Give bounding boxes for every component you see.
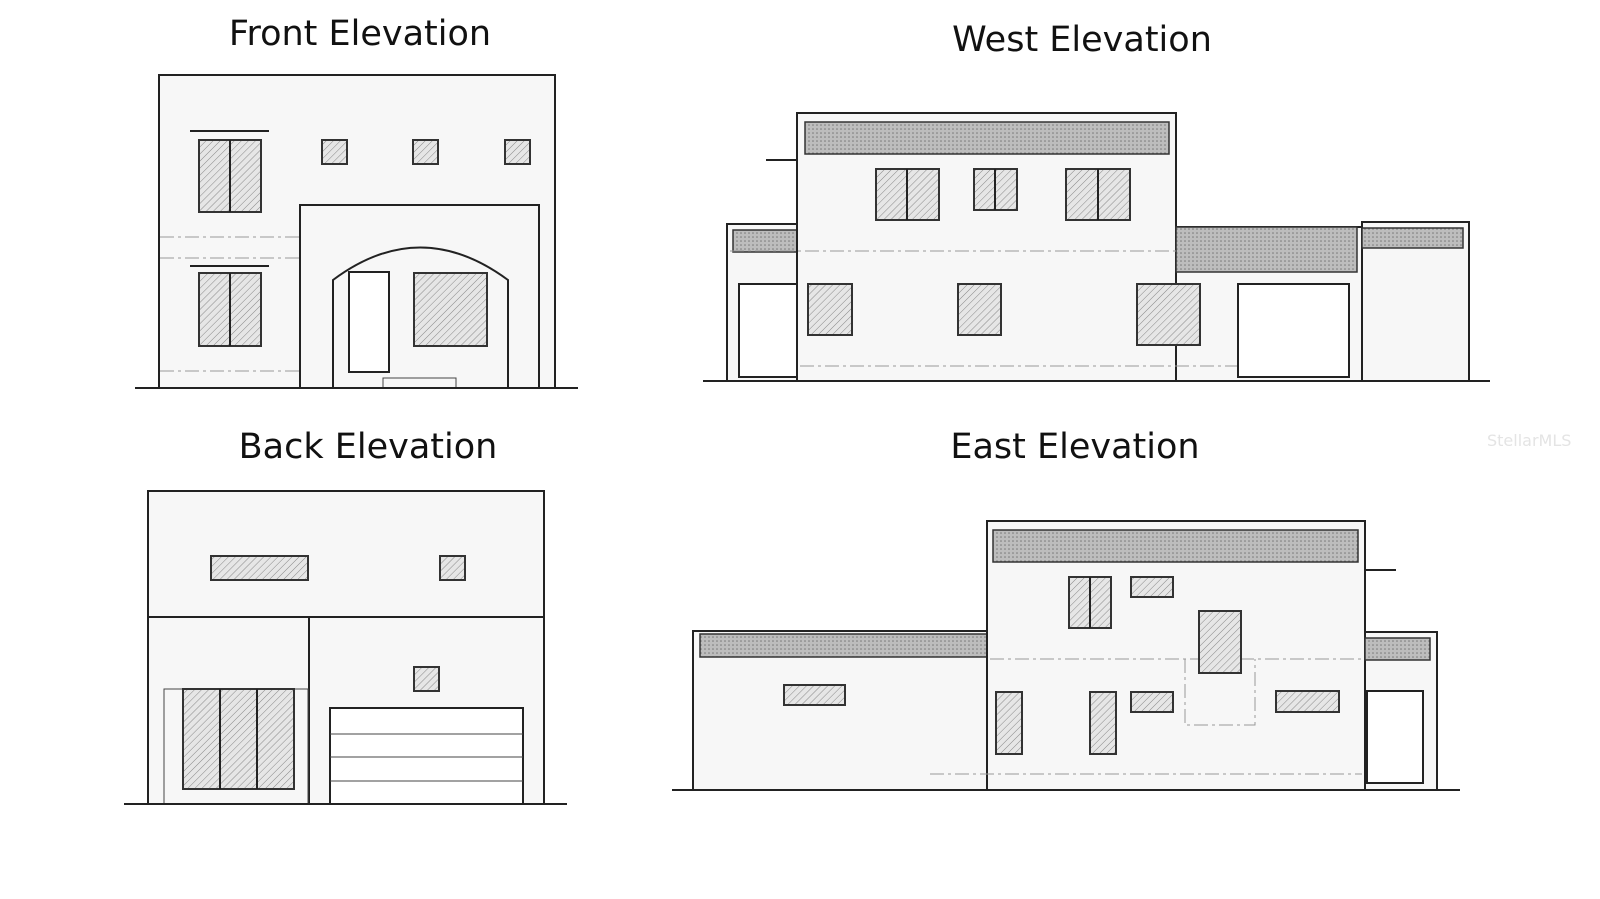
- west-elevation-title: West Elevation: [952, 20, 1212, 60]
- west-garage-door: [1237, 283, 1350, 378]
- front-elevation: Front Elevation: [135, 14, 578, 389]
- back-sliding-door: [182, 688, 295, 790]
- front-small-window: [412, 139, 439, 165]
- front-small-window: [504, 139, 531, 165]
- back-elevation: Back Elevation: [124, 427, 567, 805]
- watermark: StellarMLS: [1487, 431, 1571, 450]
- west-main-volume: [796, 112, 1177, 382]
- west-elevation: West Elevation: [703, 20, 1490, 382]
- front-elevation-title: Front Elevation: [229, 14, 491, 54]
- east-main-volume: [986, 520, 1366, 791]
- front-door: [348, 271, 390, 373]
- back-elevation-title: Back Elevation: [239, 427, 498, 467]
- back-garage-door: [329, 707, 524, 805]
- east-elevation-title: East Elevation: [950, 427, 1199, 467]
- east-elevation: East Elevation: [672, 427, 1460, 791]
- front-entry-window: [413, 272, 488, 347]
- front-small-window: [321, 139, 348, 165]
